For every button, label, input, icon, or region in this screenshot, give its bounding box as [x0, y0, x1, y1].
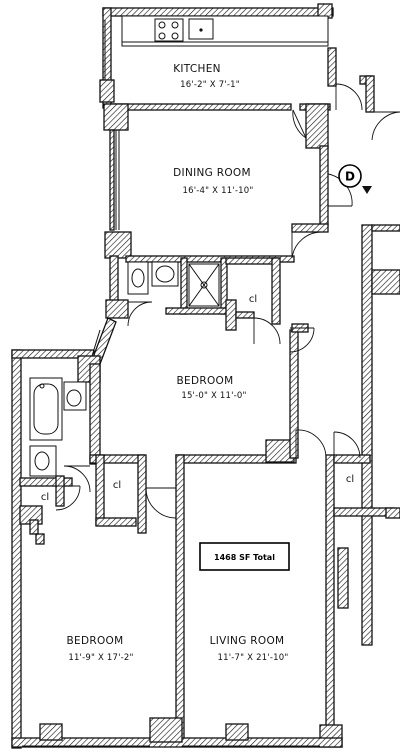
svg-text:D: D [345, 170, 355, 184]
room-dims-kitchen: 16'-2" X 7'-1" [180, 80, 240, 90]
closet-label: cl [41, 492, 49, 503]
toilet-icon [127, 261, 149, 295]
room-name-kitchen: KITCHEN [173, 63, 221, 75]
bath-upper-fixtures [127, 261, 220, 307]
doors [55, 83, 400, 519]
stove-icon [154, 18, 184, 42]
windows [22, 20, 320, 747]
room-dims-bedroom-center: 15'-0" X 11'-0" [181, 391, 246, 401]
closet-label: cl [113, 480, 121, 491]
toilet-icon [63, 381, 87, 411]
room-dims-dining: 16'-4" X 11'-10" [183, 186, 254, 196]
room-name-living: LIVING ROOM [210, 635, 285, 647]
room-name-bedroom-center: BEDROOM [177, 375, 234, 387]
room-name-dining: DINING ROOM [173, 167, 251, 179]
closet-label: cl [249, 294, 257, 305]
closet-label: cl [346, 474, 354, 485]
walls [11, 3, 400, 749]
bathtub-icon [29, 377, 63, 441]
room-dims-bedroom-left: 11'-9" X 17'-2" [68, 653, 133, 663]
svg-text:1468 SF Total: 1468 SF Total [214, 553, 275, 562]
room-dims-living: 11'-7" X 21'-10" [218, 653, 289, 663]
total-area-badge: 1468 SF Total [199, 542, 290, 571]
sink-icon [29, 445, 57, 477]
door-marker: D [338, 164, 372, 194]
bath-left-fixtures [29, 377, 87, 477]
kitchen-fixtures [121, 15, 329, 47]
room-name-bedroom-left: BEDROOM [67, 635, 124, 647]
